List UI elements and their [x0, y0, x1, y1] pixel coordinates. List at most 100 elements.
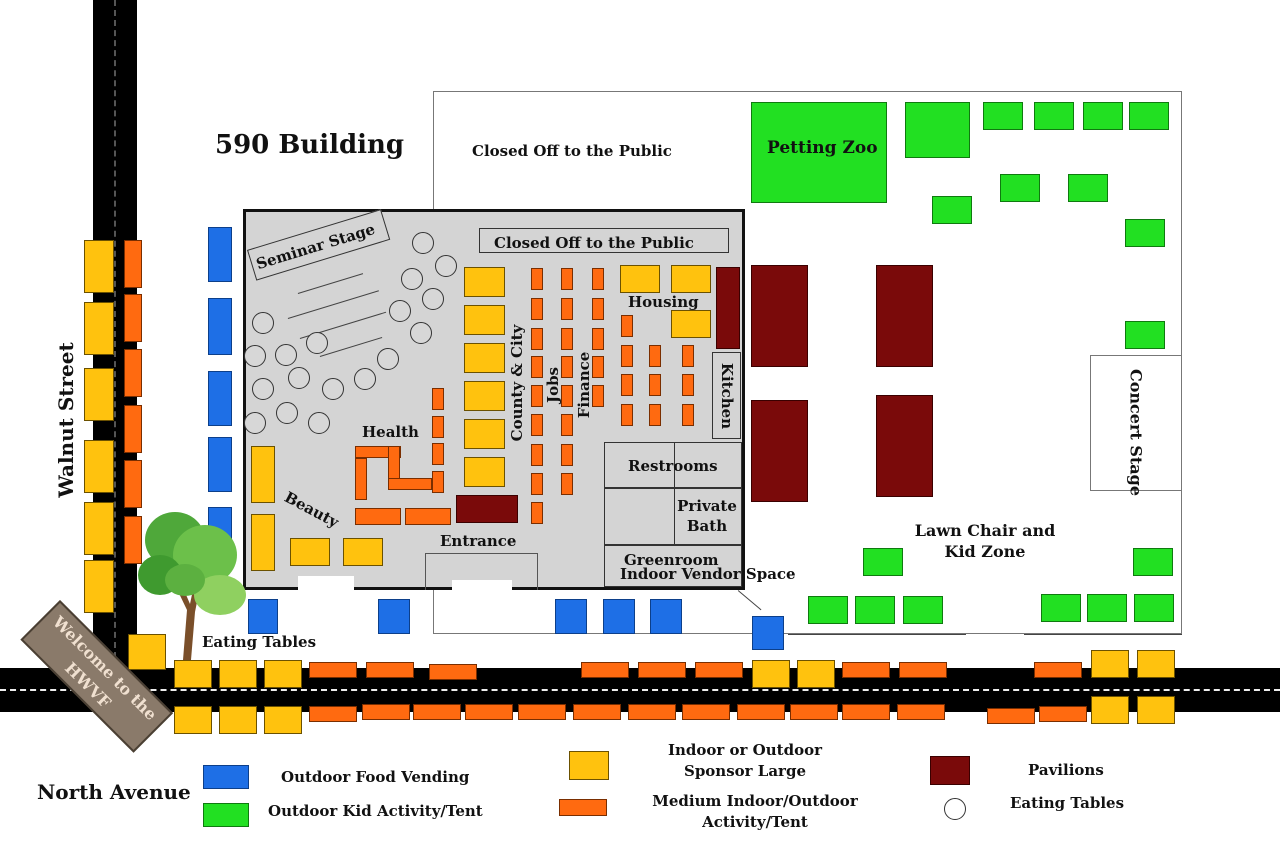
food-vendor	[378, 599, 410, 634]
activity-tent	[842, 704, 890, 720]
restrooms	[604, 442, 742, 488]
activity-booth	[531, 444, 543, 466]
food-vendor	[555, 599, 587, 634]
activity-tent	[366, 662, 414, 678]
eating-table-circle	[276, 402, 298, 424]
sponsor-tent	[264, 706, 302, 734]
eating-table-circle	[354, 368, 376, 390]
activity-booth	[592, 328, 604, 350]
sponsor-tent	[84, 302, 114, 355]
pavilion	[751, 265, 808, 367]
lawn-chair-label: Lawn Chair and Kid Zone	[914, 521, 1056, 561]
legend-swatch-kid	[203, 803, 249, 827]
fence-line	[788, 634, 966, 636]
sponsor-tent	[797, 660, 835, 688]
activity-booth	[531, 298, 543, 320]
sponsor-booth	[671, 310, 711, 338]
kid-tent	[1083, 102, 1123, 130]
activity-tent	[638, 662, 686, 678]
activity-booth	[355, 508, 401, 525]
activity-booth	[388, 446, 400, 482]
sponsor-tent	[752, 660, 790, 688]
kid-tent	[855, 596, 895, 624]
eating-table-circle	[244, 345, 266, 367]
activity-tent	[573, 704, 621, 720]
sponsor-tent	[219, 706, 257, 734]
eating-table-circle	[412, 232, 434, 254]
food-vendor	[248, 599, 278, 634]
food-vendor	[650, 599, 682, 634]
concert-stage-label: Concert Stage	[1126, 368, 1146, 497]
activity-tent	[309, 706, 357, 722]
activity-tent	[124, 294, 142, 342]
activity-tent	[581, 662, 629, 678]
sponsor-tent	[84, 240, 114, 293]
activity-booth	[432, 443, 444, 465]
kid-tent	[1134, 594, 1174, 622]
door	[298, 576, 354, 593]
food-vendor	[603, 599, 635, 634]
sponsor-tent	[1137, 650, 1175, 678]
sponsor-tent	[174, 660, 212, 688]
activity-tent	[362, 704, 410, 720]
sponsor-tent	[1091, 696, 1129, 724]
road-centerline	[0, 689, 1280, 691]
county-city-label: County & City	[508, 324, 526, 442]
activity-booth	[531, 328, 543, 350]
legend-label-eating: Eating Tables	[1010, 794, 1125, 812]
activity-booth	[682, 404, 694, 426]
activity-booth	[405, 508, 451, 525]
walnut-street-label: Walnut Street	[54, 342, 78, 498]
activity-tent	[1039, 706, 1087, 722]
activity-booth	[682, 345, 694, 367]
activity-tent	[518, 704, 566, 720]
activity-tent	[124, 460, 142, 508]
activity-booth	[388, 478, 432, 490]
food-vendor	[208, 437, 232, 492]
activity-tent	[695, 662, 743, 678]
sponsor-tent	[174, 706, 212, 734]
activity-tent	[1034, 662, 1082, 678]
kid-tent	[932, 196, 972, 224]
closed-outside-label: Closed Off to the Public	[472, 142, 672, 160]
sponsor-booth	[251, 446, 275, 503]
tree-icon	[138, 512, 246, 660]
activity-booth	[355, 458, 367, 500]
activity-booth	[531, 502, 543, 524]
sponsor-tent	[84, 440, 114, 493]
activity-booth	[561, 444, 573, 466]
kid-tent	[1041, 594, 1081, 622]
activity-booth	[561, 298, 573, 320]
kid-tent	[1129, 102, 1169, 130]
activity-tent	[124, 405, 142, 453]
activity-booth	[561, 268, 573, 290]
activity-tent	[842, 662, 890, 678]
activity-tent	[628, 704, 676, 720]
petting-zoo-label: Petting Zoo	[767, 138, 878, 158]
activity-tent	[465, 704, 513, 720]
closed-inside-label: Closed Off to the Public	[494, 234, 694, 252]
activity-booth	[592, 298, 604, 320]
eating-tables-label: Eating Tables	[202, 633, 317, 651]
eating-table-circle	[288, 367, 310, 389]
kid-tent	[863, 548, 903, 576]
sponsor-tent	[84, 502, 114, 555]
legend-swatch-eating	[944, 798, 966, 820]
activity-booth	[621, 374, 633, 396]
activity-booth	[531, 268, 543, 290]
legend-swatch-food	[203, 765, 249, 789]
activity-tent	[682, 704, 730, 720]
activity-tent	[309, 662, 357, 678]
eating-table-circle	[306, 332, 328, 354]
activity-tent	[899, 662, 947, 678]
sponsor-tent	[84, 560, 114, 613]
door	[452, 580, 512, 593]
legend-swatch-pavilions	[930, 756, 970, 785]
food-vendor	[208, 371, 232, 426]
food-vendor	[208, 227, 232, 282]
activity-tent	[987, 708, 1035, 724]
eating-table-circle	[308, 412, 330, 434]
legend-label-kid: Outdoor Kid Activity/Tent	[268, 802, 483, 820]
pavilion	[876, 395, 933, 497]
kid-tent	[808, 596, 848, 624]
